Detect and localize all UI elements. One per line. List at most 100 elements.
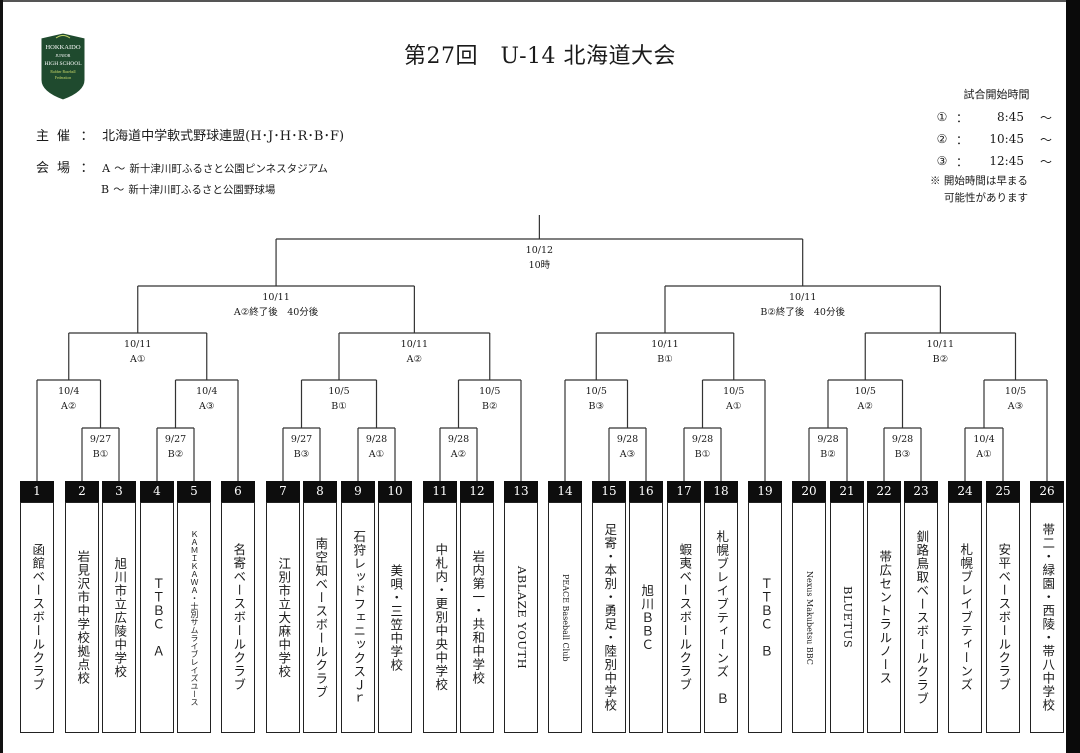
venue-b-code: B	[101, 183, 110, 196]
round2-match-1-label-slot: A②	[61, 401, 77, 412]
quarterfinal-1-label-slot: A①	[130, 354, 146, 365]
venue-a-name: 新十津川町ふるさと公園ピンネスタジアム	[129, 163, 328, 175]
round2-match-5-label-date: 10/5	[585, 386, 607, 397]
round1-match-4-label-date: 9/28	[365, 434, 388, 445]
team-entry: ＴＴＢＣ Ｂ	[748, 502, 782, 733]
team-number-badge: 11	[423, 481, 457, 502]
logo-line-1: HOKKAIDO	[45, 44, 80, 51]
slot-mark: ②	[936, 132, 948, 146]
round1-match-7-label-date: 9/28	[691, 434, 714, 445]
round1-match-8-label-slot: B②	[820, 449, 836, 460]
team-entry: 札幌ブレイブティーンズ Ｂ	[704, 502, 738, 733]
frame-right-border	[1066, 0, 1080, 753]
team-name: 江別市立大麻中学校	[276, 556, 292, 679]
team-name: ABLAZE YOUTH	[514, 565, 529, 670]
team-name: PEACE Baseball Club	[561, 573, 570, 662]
semifinal-2-label-date: 10/11	[788, 292, 817, 303]
quarterfinal-4-label-date: 10/11	[926, 339, 955, 350]
team-entry: BLUETUS	[830, 502, 864, 733]
round1-match-10-label-date: 10/4	[973, 434, 995, 445]
semifinal-2-label-slot: B②終了後 40分後	[760, 307, 845, 318]
round1-match-6-label-slot: A③	[619, 449, 636, 460]
round2-match-8-label-date: 10/5	[1004, 386, 1027, 397]
team-number-badge: 14	[548, 481, 582, 502]
round2-match-5-label-slot: B③	[588, 401, 605, 412]
team-number-badge: 10	[378, 481, 412, 502]
final-label-slot: 10時	[528, 260, 551, 271]
team-number-badge: 12	[460, 481, 494, 502]
slot-colon: ：	[955, 154, 968, 169]
round1-match-4-label-slot: A①	[368, 449, 385, 460]
team-number-badge: 19	[748, 481, 782, 502]
logo-line-2: JUNIOR	[56, 53, 71, 58]
round2-match-8-label-slot: A③	[1007, 401, 1024, 412]
round1-match-9-label-slot: B③	[894, 449, 911, 460]
team-number-badge: 23	[904, 481, 938, 502]
team-name: 蝦夷ベースボールクラブ	[677, 543, 693, 692]
team-name: 旭川ＢＢＣ	[639, 583, 655, 652]
quarterfinal-3-label-date: 10/11	[651, 339, 679, 350]
start-time-row-2: ② ： 10:45 ～	[930, 128, 1055, 150]
organizer-row: 主催： 北海道中学軟式野球連盟(H･J･H･R･B･F)	[36, 125, 344, 144]
slot-tilde: ～	[1039, 110, 1052, 125]
slot-time: 10:45	[989, 132, 1024, 146]
team-number-badge: 8	[303, 481, 337, 502]
team-entry: 帯二・緑園・西陵・帯八中学校	[1030, 502, 1064, 733]
round1-match-5-label-slot: A②	[450, 449, 467, 460]
team-entry: 足寄・本別・勇足・陸別中学校	[592, 502, 626, 733]
team-name: ＴＴＢＣ Ａ	[150, 577, 166, 658]
team-name: 帯広セントラルノース	[877, 550, 893, 685]
venue-colon: ：	[80, 161, 94, 176]
team-name: 帯二・緑園・西陵・帯八中学校	[1040, 523, 1056, 712]
slot-colon: ：	[955, 132, 968, 147]
final-label-date: 10/12	[525, 245, 554, 256]
round2-match-3-label-date: 10/5	[328, 386, 350, 397]
venue-b-name: 新十津川町ふるさと公園野球場	[128, 184, 276, 196]
start-time-panel: 試合開始時間 ① ： 8:45 ～ ② ： 10:45 ～ ③ ： 12:45 …	[930, 86, 1055, 206]
round1-match-1-label-date: 9/27	[89, 434, 112, 445]
round2-match-4-label-slot: B②	[482, 401, 498, 412]
team-number-badge: 7	[266, 481, 300, 502]
team-number-badge: 18	[704, 481, 738, 502]
semifinal-1-label-slot: A②終了後 40分後	[233, 307, 319, 318]
slot-colon: ：	[955, 110, 968, 125]
round1-match-1-label-slot: B①	[92, 449, 109, 460]
team-entry: 安平ベースボールクラブ	[986, 502, 1020, 733]
team-entry: 岩見沢市中学校拠点校	[65, 502, 99, 733]
team-name: 中札内・更別中央中学校	[433, 543, 449, 692]
team-entry: 旭川市立広陵中学校	[102, 502, 136, 733]
team-number-badge: 16	[629, 481, 663, 502]
organizer-value: 北海道中学軟式野球連盟(H･J･H･R･B･F)	[102, 129, 345, 144]
slot-time: 8:45	[997, 110, 1024, 124]
start-time-heading: 試合開始時間	[963, 88, 1030, 101]
team-entry: 名寄ベースボールクラブ	[221, 502, 255, 733]
team-name: 安平ベースボールクラブ	[996, 543, 1012, 692]
team-number-badge: 13	[504, 481, 538, 502]
round2-match-1-label-date: 10/4	[58, 386, 80, 397]
round2-match-6-label-date: 10/5	[723, 386, 745, 397]
team-name: Nexus Makubetsu BBC	[805, 570, 814, 665]
quarterfinal-2-label-date: 10/11	[400, 339, 429, 350]
team-name: 岩内第一・共和中学校	[470, 550, 486, 685]
team-number-badge: 21	[830, 481, 864, 502]
team-number-badge: 5	[177, 481, 211, 502]
venue-label: 会場	[36, 161, 79, 176]
team-number-badge: 17	[667, 481, 701, 502]
team-name: 釧路鳥取ベースボールクラブ	[914, 529, 930, 706]
round1-match-6-label-date: 9/28	[616, 434, 639, 445]
team-name: 函館ベースボールクラブ	[30, 543, 46, 692]
